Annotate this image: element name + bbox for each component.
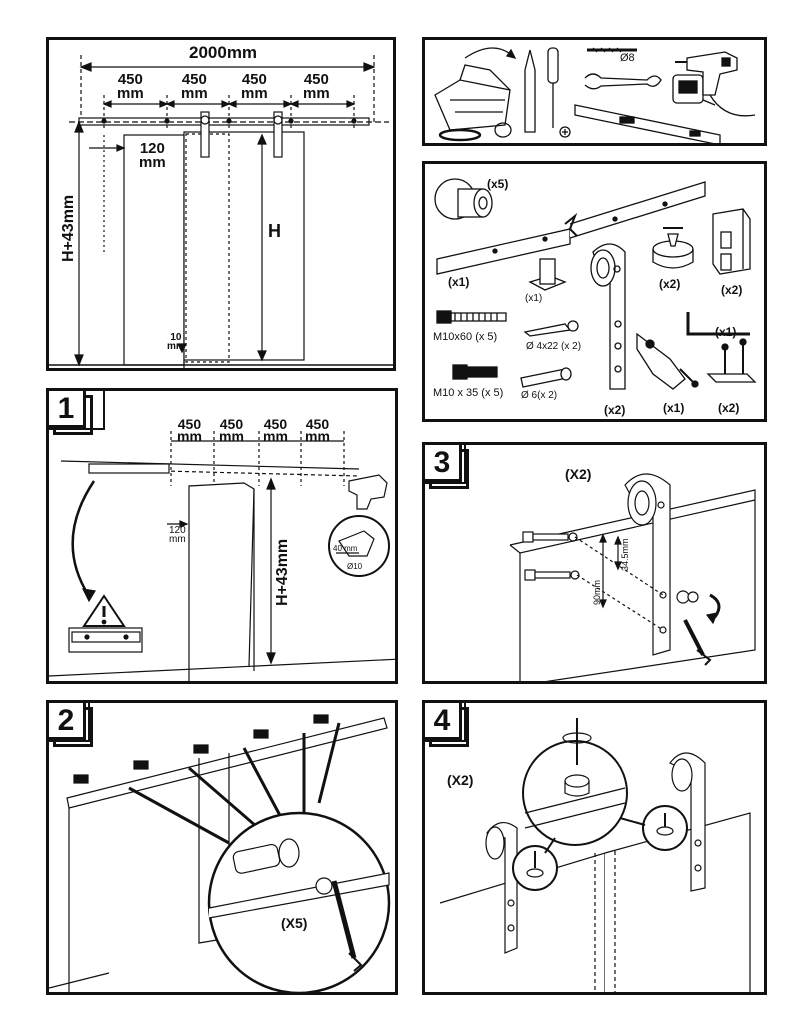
step1-panel: 1 450 mm 450 mm 450 mm 450 mm 120 mm H+4… bbox=[46, 388, 398, 684]
wood-screw-icon bbox=[523, 320, 579, 337]
curved-arrow-icon bbox=[71, 480, 96, 597]
bumper-icon bbox=[652, 227, 694, 269]
power-drill-icon bbox=[675, 51, 756, 117]
wall-anchor-icon bbox=[520, 367, 572, 388]
wrench-icon bbox=[331, 880, 357, 959]
tools-panel: Ø8 bbox=[422, 37, 767, 146]
screw-label: Ø 4x22 (x 2) bbox=[526, 341, 582, 352]
bolt-icon bbox=[73, 714, 329, 784]
step1-spacing-4: 450 mm bbox=[305, 416, 330, 444]
spacing-label-1: 450 mm bbox=[117, 71, 144, 102]
anti-jump-icon bbox=[636, 332, 699, 390]
parts-panel: (x5) (x1) (x1) (x2) (x2) M10x60 (x 5) Ø … bbox=[422, 161, 767, 422]
hanger-qty: (x2) bbox=[604, 403, 626, 417]
hanger-left bbox=[200, 111, 210, 158]
step2-panel: 2 (X5) bbox=[46, 700, 398, 995]
spacing-label-4: 450 mm bbox=[303, 71, 330, 102]
spacing-label-3: 450 mm bbox=[241, 71, 268, 102]
spirit-level-icon bbox=[574, 104, 721, 143]
toolbox-icon bbox=[434, 64, 511, 131]
drill-bit-label: Ø8 bbox=[620, 52, 635, 64]
stopper-icon bbox=[434, 178, 493, 220]
rail bbox=[66, 717, 388, 809]
tools-drawing bbox=[434, 47, 756, 143]
wrench-icon bbox=[683, 619, 705, 656]
step1-spacing-3: 450 mm bbox=[263, 416, 288, 444]
spanner-icon bbox=[584, 73, 662, 90]
overview-panel: 2000mm 450 mm 450 mm 450 mm 450 mm 120 m… bbox=[46, 37, 396, 371]
offset-label: 120 mm bbox=[139, 140, 166, 171]
parts-drawing bbox=[434, 178, 757, 390]
hex-key-qty: (x1) bbox=[715, 325, 737, 339]
clip-icon bbox=[706, 338, 757, 383]
hanger-right-icon bbox=[669, 752, 706, 892]
door bbox=[183, 131, 305, 361]
step1-drill-depth: 40 mm bbox=[333, 544, 358, 553]
screwdriver-icon bbox=[547, 47, 571, 138]
step1-spacing-2: 450 mm bbox=[219, 416, 244, 444]
step1-offset: 120 mm bbox=[169, 525, 186, 545]
warning-icon bbox=[82, 594, 126, 627]
hex-key-icon bbox=[686, 312, 750, 336]
rail-icon bbox=[436, 181, 706, 275]
bolt-long-icon bbox=[436, 310, 507, 324]
height-total-label: H+43mm bbox=[60, 194, 77, 262]
tape-coil-icon bbox=[438, 128, 482, 142]
step4-panel: 4 (X2) bbox=[422, 700, 767, 995]
anti-jump-qty: (x1) bbox=[663, 401, 685, 415]
floor-guide-icon bbox=[528, 258, 567, 291]
door-height-label: H bbox=[268, 221, 281, 241]
drill-bit-icon bbox=[587, 47, 637, 53]
power-drill-icon bbox=[348, 474, 388, 510]
bolt-long-label: M10x60 (x 5) bbox=[433, 331, 498, 343]
guide-qty: (x1) bbox=[525, 293, 543, 304]
step1-drawing bbox=[49, 391, 395, 681]
step2-number: 2 bbox=[49, 703, 86, 740]
step4-drawing bbox=[425, 703, 751, 992]
stopper-qty: (x5) bbox=[487, 177, 509, 191]
step1-spacing-1: 450 mm bbox=[177, 416, 202, 444]
step2-qty: (X5) bbox=[281, 915, 308, 931]
step2-drawing bbox=[49, 703, 391, 992]
step1-height: H+43mm bbox=[274, 538, 291, 606]
step3-dim-a: 90mm bbox=[592, 579, 602, 605]
step4-number: 4 bbox=[425, 703, 462, 740]
detail-circle-top bbox=[522, 740, 628, 846]
level-on-wall bbox=[88, 463, 170, 474]
step1-drill-diameter: Ø10 bbox=[347, 562, 363, 571]
bolt-short-icon bbox=[452, 364, 498, 380]
glue-icon bbox=[494, 122, 512, 138]
clip-qty: (x2) bbox=[718, 401, 740, 415]
end-stop-qty: (x2) bbox=[721, 283, 743, 297]
step3-drawing bbox=[425, 445, 756, 681]
hanger-icon bbox=[624, 473, 671, 656]
hanger-icon bbox=[590, 243, 626, 390]
hanger-left-icon bbox=[485, 822, 518, 954]
step3-number: 3 bbox=[425, 445, 462, 482]
step1-number: 1 bbox=[49, 391, 86, 428]
bolt-icon bbox=[522, 531, 580, 581]
step3-panel: 3 (X2) 90mm 34.5mm bbox=[422, 442, 767, 684]
anchor-label: Ø 6(x 2) bbox=[521, 390, 558, 401]
overview-drawing bbox=[49, 55, 393, 368]
step4-qty: (X2) bbox=[447, 772, 474, 788]
end-stop-icon bbox=[712, 208, 751, 275]
pencil-icon bbox=[524, 49, 536, 133]
step3-dim-b: 34.5mm bbox=[620, 538, 630, 571]
step3-qty: (X2) bbox=[565, 466, 592, 482]
hanger-right bbox=[273, 111, 283, 158]
total-width-label: 2000mm bbox=[189, 43, 258, 62]
bumper-qty: (x2) bbox=[659, 277, 681, 291]
spacing-label-2: 450 mm bbox=[181, 71, 208, 102]
gap-label: 10 mm bbox=[167, 332, 185, 352]
bolt-short-label: M10 x 35 (x 5) bbox=[433, 387, 504, 399]
rail-qty: (x1) bbox=[448, 275, 470, 289]
